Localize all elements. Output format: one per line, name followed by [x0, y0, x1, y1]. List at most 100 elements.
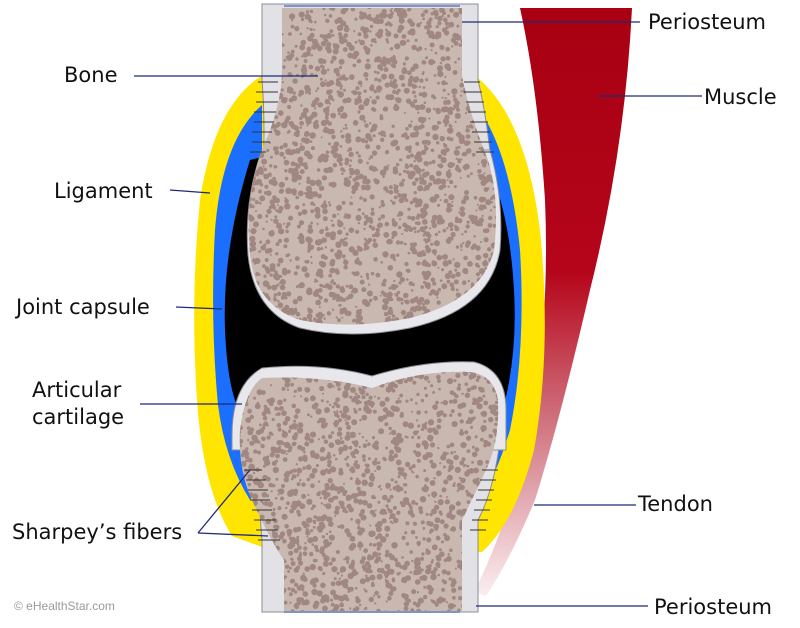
bone-speckle	[442, 580, 448, 585]
bone-speckle	[379, 294, 382, 297]
bone-speckle	[421, 91, 428, 98]
bone-speckle	[426, 237, 431, 243]
bone-speckle	[430, 148, 435, 153]
bone-speckle	[410, 215, 416, 221]
bone-speckle	[293, 414, 299, 419]
bone-speckle	[475, 272, 480, 277]
bone-speckle	[287, 129, 291, 134]
bone-speckle	[343, 482, 346, 485]
bone-speckle	[440, 454, 447, 461]
bone-speckle	[446, 556, 452, 562]
bone-speckle	[310, 395, 316, 402]
bone-speckle	[488, 416, 494, 423]
bone-speckle	[321, 175, 328, 181]
bone-speckle	[425, 548, 429, 551]
bone-speckle	[409, 571, 413, 574]
bone-speckle	[351, 570, 357, 577]
bone-speckle	[404, 198, 407, 201]
bone-speckle	[432, 96, 437, 100]
bone-speckle	[366, 277, 370, 280]
bone-speckle	[485, 15, 490, 20]
bone-speckle	[438, 163, 444, 169]
bone-speckle	[423, 101, 427, 104]
bone-speckle	[449, 548, 453, 553]
bone-speckle	[320, 68, 327, 75]
bone-speckle	[304, 442, 310, 447]
bone-speckle	[360, 490, 367, 497]
bone-speckle	[253, 65, 257, 68]
bone-speckle	[417, 116, 424, 123]
bone-speckle	[309, 140, 313, 143]
bone-speckle	[338, 446, 344, 453]
bone-speckle	[336, 410, 339, 413]
bone-speckle	[427, 24, 432, 29]
bone-speckle	[297, 224, 301, 229]
bone-speckle	[434, 16, 438, 20]
bone-speckle	[361, 287, 367, 293]
bone-speckle	[317, 157, 324, 163]
bone-speckle	[403, 379, 408, 384]
bone-speckle	[364, 467, 371, 474]
bone-speckle	[371, 99, 377, 105]
bone-speckle	[290, 161, 296, 167]
bone-speckle	[484, 228, 490, 234]
bone-speckle	[430, 49, 433, 52]
bone-speckle	[275, 252, 279, 256]
bone-speckle	[408, 281, 414, 286]
bone-speckle	[382, 108, 386, 112]
bone-speckle	[438, 387, 441, 391]
bone-speckle	[416, 540, 422, 546]
bone-speckle	[327, 434, 333, 439]
bone-speckle	[455, 288, 459, 292]
bone-speckle	[358, 321, 365, 325]
bone-speckle	[468, 468, 475, 474]
bone-speckle	[447, 222, 454, 228]
bone-speckle	[301, 588, 305, 592]
bone-speckle	[354, 392, 358, 396]
bone-speckle	[480, 556, 484, 560]
bone-speckle	[274, 406, 279, 411]
bone-speckle	[424, 244, 430, 250]
bone-speckle	[437, 230, 441, 234]
bone-speckle	[255, 605, 260, 609]
bone-speckle	[283, 398, 287, 402]
bone-speckle	[307, 51, 310, 54]
bone-speckle	[322, 285, 326, 289]
bone-speckle	[308, 64, 314, 70]
bone-speckle	[245, 417, 252, 423]
bone-speckle	[409, 200, 414, 205]
bone-speckle	[306, 27, 309, 30]
bone-speckle	[389, 513, 396, 519]
bone-speckle	[366, 555, 372, 561]
bone-speckle	[351, 440, 355, 444]
bone-speckle	[424, 270, 432, 277]
bone-speckle	[385, 446, 389, 450]
bone-speckle	[272, 206, 277, 210]
bone-speckle	[380, 59, 385, 65]
bone-speckle	[457, 383, 461, 387]
bone-speckle	[351, 189, 356, 195]
bone-speckle	[323, 108, 326, 111]
bone-speckle	[318, 306, 321, 309]
bone-speckle	[331, 566, 338, 573]
bone-speckle	[331, 223, 335, 227]
bone-speckle	[400, 301, 404, 305]
bone-speckle	[367, 505, 370, 508]
bone-speckle	[446, 202, 452, 208]
bone-speckle	[363, 608, 366, 611]
bone-speckle	[428, 587, 434, 593]
bone-speckle	[448, 163, 453, 168]
bone-speckle	[318, 528, 323, 533]
bone-speckle	[423, 386, 427, 390]
bone-speckle	[310, 261, 313, 264]
bone-speckle	[246, 452, 250, 456]
bone-speckle	[415, 419, 419, 422]
bone-speckle	[484, 8, 488, 12]
bone-speckle	[330, 581, 336, 587]
bone-speckle	[258, 201, 262, 205]
bone-speckle	[384, 525, 391, 532]
bone-speckle	[309, 179, 316, 187]
bone-speckle	[414, 564, 419, 570]
bone-speckle	[296, 482, 301, 487]
bone-speckle	[336, 431, 343, 437]
